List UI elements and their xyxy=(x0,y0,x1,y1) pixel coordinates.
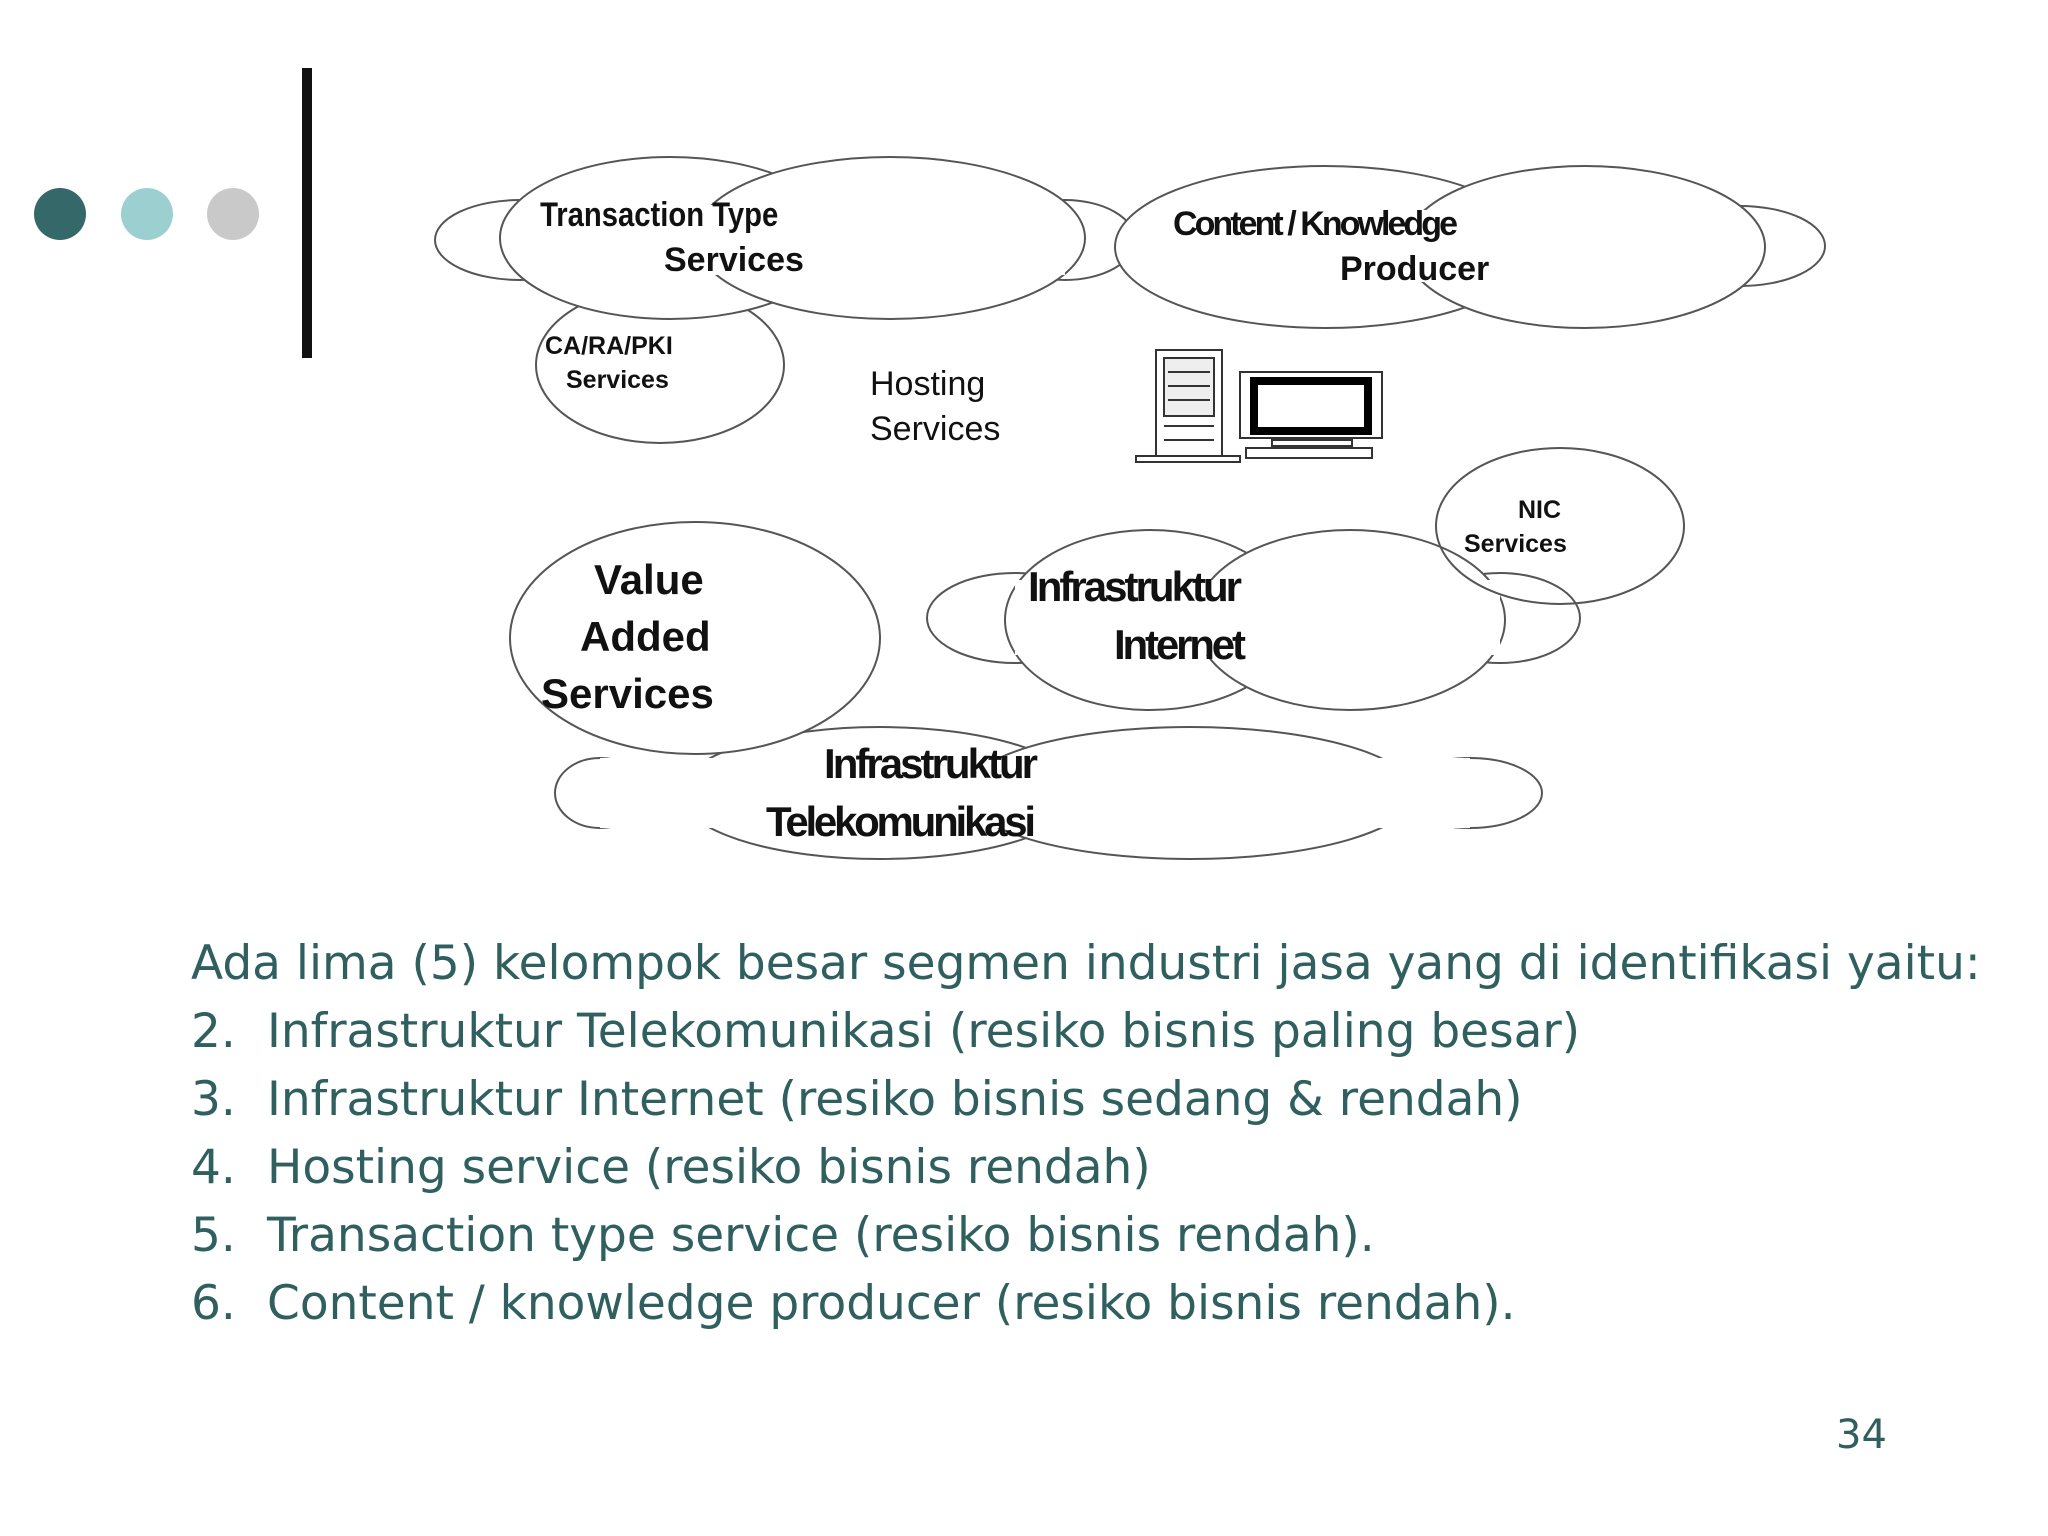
telekom-label-1: Infrastruktur xyxy=(824,740,1038,787)
list-item: 4. Hosting service (resiko bisnis rendah… xyxy=(191,1134,1991,1202)
circle-nic xyxy=(1435,447,1685,605)
list-item-text: Infrastruktur Telekomunikasi (resiko bis… xyxy=(267,1004,1581,1059)
cloud-transaction xyxy=(434,156,1136,320)
list-item-text: Hosting service (resiko bisnis rendah) xyxy=(267,1140,1151,1195)
content-label-2: Producer xyxy=(1340,250,1489,288)
list-item-text: Content / knowledge producer (resiko bis… xyxy=(267,1276,1516,1331)
cloud-telekomunikasi xyxy=(554,726,1543,860)
nic-label-2: Services xyxy=(1464,530,1567,558)
bullet-dot-2 xyxy=(121,188,173,240)
internet-label-1: Infrastruktur xyxy=(1028,563,1242,610)
list-item-number: 6. xyxy=(191,1276,236,1331)
circle-value-added xyxy=(509,521,881,755)
vertical-divider xyxy=(302,68,312,358)
page-number: 34 xyxy=(1836,1412,1887,1458)
list-item-text: Transaction type service (resiko bisnis … xyxy=(267,1208,1375,1263)
list-item: 5. Transaction type service (resiko bisn… xyxy=(191,1202,1991,1270)
telekom-label-2: Telekomunikasi xyxy=(766,798,1036,845)
list-item-number: 4. xyxy=(191,1140,236,1195)
vas-label-2: Added xyxy=(580,613,711,660)
list-item-number: 2. xyxy=(191,1004,236,1059)
list-item-text: Infrastruktur Internet (resiko bisnis se… xyxy=(267,1072,1523,1127)
bullet-dot-1 xyxy=(34,188,86,240)
list-item: 6. Content / knowledge producer (resiko … xyxy=(191,1270,1991,1338)
internet-label-2: Internet xyxy=(1114,621,1246,668)
computer-icon xyxy=(1135,349,1383,463)
transaction-label-1: Transaction Type xyxy=(540,195,778,234)
transaction-label-2: Services xyxy=(664,241,804,279)
hosting-label-2: Services xyxy=(870,410,1000,448)
ca-label-1: CA/RA/PKI xyxy=(545,332,673,360)
ca-label-2: Services xyxy=(566,366,669,394)
cloud-content xyxy=(1114,165,1826,329)
list-item: 3. Infrastruktur Internet (resiko bisnis… xyxy=(191,1066,1991,1134)
list-item: 2. Infrastruktur Telekomunikasi (resiko … xyxy=(191,998,1991,1066)
intro-line: Ada lima (5) kelompok besar segmen indus… xyxy=(191,936,1981,991)
nic-label-1: NIC xyxy=(1518,496,1561,524)
vas-label-1: Value xyxy=(594,556,704,603)
cloud-internet xyxy=(926,529,1581,711)
content-label-1: Content / Knowledge xyxy=(1173,205,1458,243)
bullet-dot-3 xyxy=(207,188,259,240)
hosting-label-1: Hosting xyxy=(870,365,985,403)
vas-label-3: Services xyxy=(541,670,714,717)
body-text: Ada lima (5) kelompok besar segmen indus… xyxy=(191,930,1991,1338)
list-item-number: 5. xyxy=(191,1208,236,1263)
list-item-number: 3. xyxy=(191,1072,236,1127)
